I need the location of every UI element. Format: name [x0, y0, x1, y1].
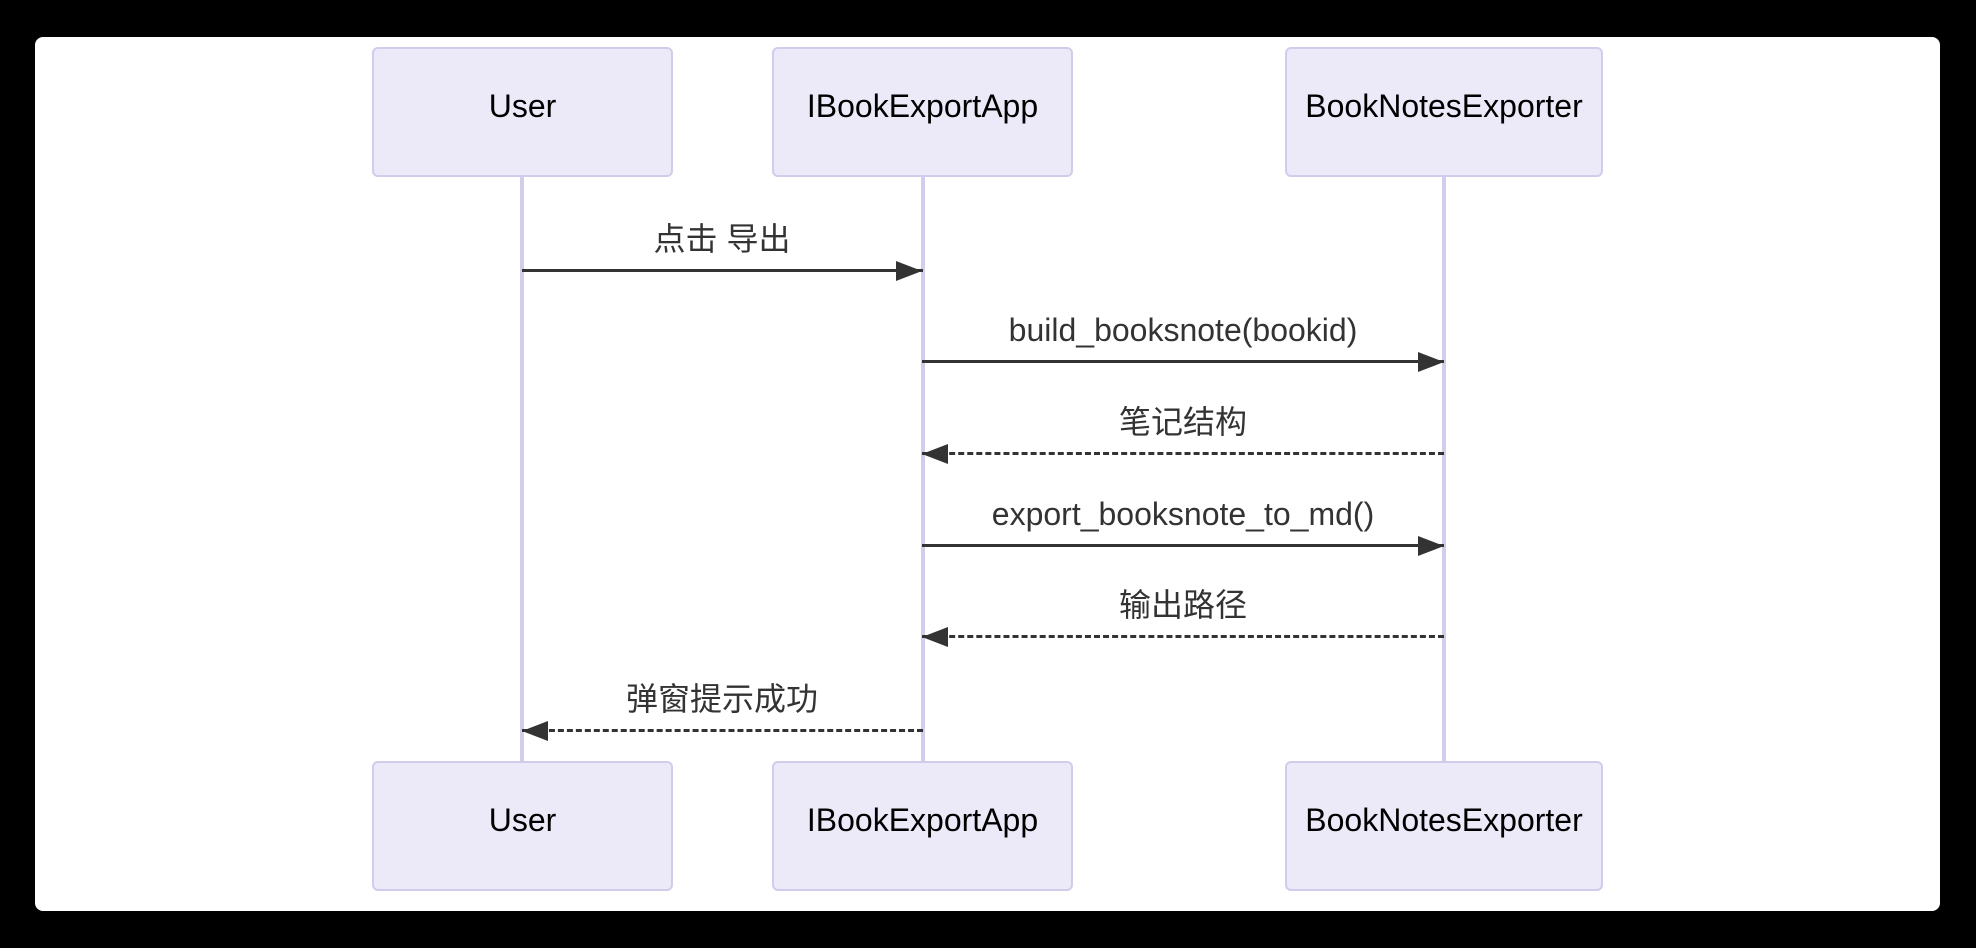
actor-bottom-exporter: BookNotesExporter: [1285, 761, 1603, 891]
actor-top-exporter: BookNotesExporter: [1285, 47, 1603, 177]
message-label-export-md: export_booksnote_to_md(): [991, 496, 1375, 532]
message-label-build-booksnote: build_booksnote(bookid): [1008, 312, 1358, 348]
arrowhead-left-icon: [522, 721, 548, 741]
arrowhead-left-icon: [922, 444, 948, 464]
message-line-build-booksnote: [922, 360, 1444, 363]
lifeline-user: [520, 177, 524, 761]
actor-label: User: [488, 801, 557, 838]
arrowhead-left-icon: [922, 627, 948, 647]
arrowhead-right-icon: [896, 261, 922, 281]
message-line-export-md: [922, 544, 1444, 547]
message-line-output-path: [922, 635, 1444, 638]
message-label-click-export: 点击 导出: [653, 221, 791, 257]
arrowhead-right-icon: [1418, 352, 1444, 372]
message-line-popup-success: [522, 729, 923, 732]
message-line-note-structure: [922, 452, 1444, 455]
arrowhead-right-icon: [1418, 536, 1444, 556]
actor-label: BookNotesExporter: [1305, 801, 1583, 838]
actor-top-app: IBookExportApp: [772, 47, 1073, 177]
message-line-click-export: [522, 269, 923, 272]
actor-bottom-app: IBookExportApp: [772, 761, 1073, 891]
actor-label: IBookExportApp: [806, 801, 1039, 838]
actor-label: IBookExportApp: [806, 87, 1039, 124]
actor-label: BookNotesExporter: [1305, 87, 1583, 124]
actor-bottom-user: User: [372, 761, 673, 891]
message-label-output-path: 输出路径: [1118, 587, 1248, 623]
lifeline-app: [921, 177, 925, 761]
message-label-note-structure: 笔记结构: [1118, 404, 1248, 440]
lifeline-exporter: [1442, 177, 1446, 761]
message-label-popup-success: 弹窗提示成功: [625, 681, 819, 717]
actor-top-user: User: [372, 47, 673, 177]
actor-label: User: [488, 87, 557, 124]
sequence-diagram-canvas: User IBookExportApp BookNotesExporter Us…: [35, 37, 1940, 911]
